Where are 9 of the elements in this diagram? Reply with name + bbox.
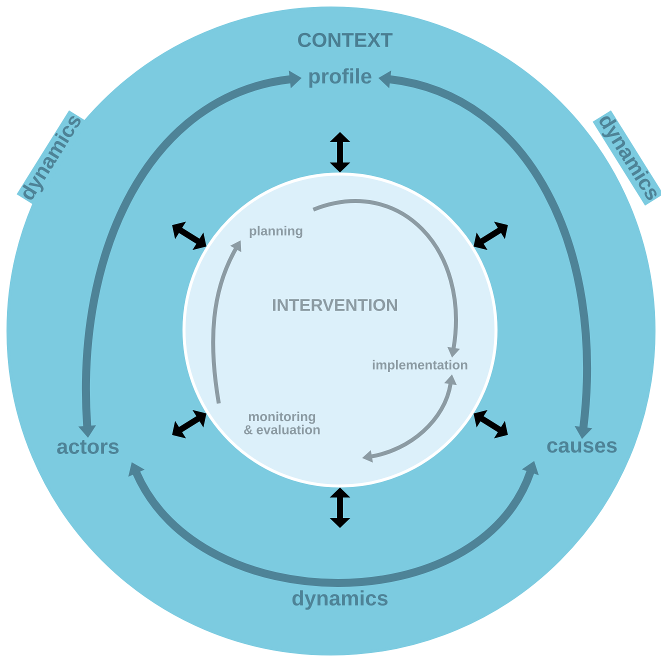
edge-label: dynamics (290, 589, 390, 611)
stage-label: monitoring & evaluation (244, 412, 320, 434)
context-label: causes (547, 441, 617, 453)
double-arrow (172, 410, 206, 438)
stage-label: implementation (372, 360, 468, 372)
stage-label: planning (250, 226, 302, 238)
context-label: profile (309, 68, 372, 88)
context-label: actors (57, 440, 119, 454)
double-arrow (474, 222, 508, 250)
